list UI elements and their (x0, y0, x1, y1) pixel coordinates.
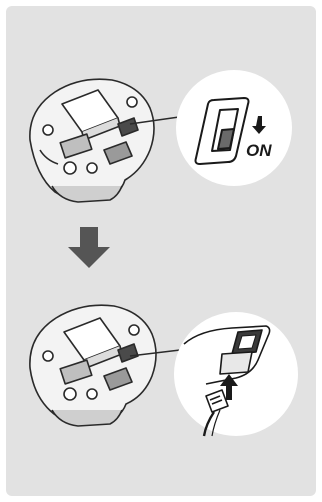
power-switch-callout: ON (176, 70, 292, 186)
switch-on-label: ON (246, 141, 272, 160)
device-back-icon (30, 79, 154, 202)
device-back-icon-bottom (30, 305, 156, 426)
arrow-down-icon (68, 227, 110, 268)
cable-callout (174, 312, 298, 436)
